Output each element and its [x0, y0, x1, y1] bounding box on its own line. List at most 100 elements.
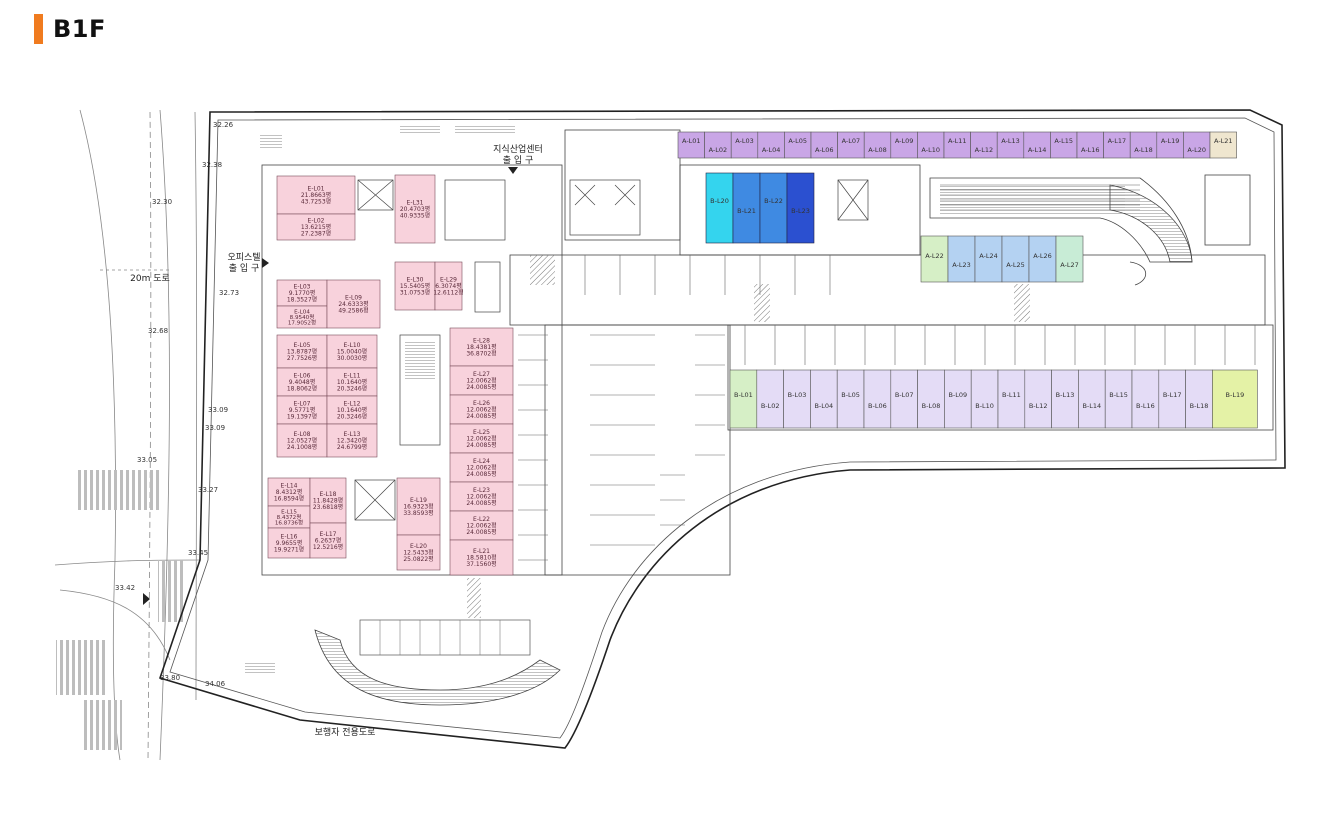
elevation-markers: 32.26 32.38 32.30 32.73 32.68 33.09 33.0…	[115, 121, 239, 688]
unit-label: E-L20	[410, 543, 427, 550]
unit-a-l08[interactable]: A-L08	[863, 131, 892, 159]
unit-a-l17[interactable]: A-L17	[1103, 131, 1131, 159]
unit-cell	[309, 477, 347, 524]
unit-a-l10[interactable]: A-L10	[917, 131, 945, 159]
unit-b-l22[interactable]: B-L22	[759, 172, 788, 244]
unit-a-l12[interactable]: A-L12	[970, 131, 998, 159]
unit-area: 12.0062평	[466, 377, 496, 385]
unit-b-l05[interactable]: B-L05	[836, 369, 865, 429]
unit-label: B-L20	[710, 197, 729, 205]
unit-a-l15[interactable]: A-L15	[1050, 131, 1078, 159]
unit-a-l07[interactable]: A-L07	[837, 131, 865, 159]
unit-b-l20[interactable]: B-L20	[705, 172, 734, 244]
unit-a-l21[interactable]: A-L21	[1209, 131, 1237, 159]
unit-a-l27[interactable]: A-L27	[1055, 235, 1084, 283]
unit-area: 8.9540평	[290, 314, 315, 321]
unit-label: B-L11	[1002, 391, 1021, 399]
unit-b-l12[interactable]: B-L12	[1024, 369, 1052, 429]
unit-b-l03[interactable]: B-L03	[783, 369, 811, 429]
unit-a-l25[interactable]: A-L25	[1001, 235, 1030, 283]
unit-a-l04[interactable]: A-L04	[757, 131, 785, 159]
unit-a-l02[interactable]: A-L02	[704, 131, 732, 159]
unit-b-l13[interactable]: B-L13	[1051, 369, 1079, 429]
unit-b-l09[interactable]: B-L09	[944, 369, 972, 429]
unit-a-l18[interactable]: A-L18	[1129, 131, 1158, 159]
unit-b-l17[interactable]: B-L17	[1158, 369, 1186, 429]
unit-cell	[1078, 369, 1106, 429]
unit-b-l07[interactable]: B-L07	[890, 369, 918, 429]
unit-b-l18[interactable]: B-L18	[1185, 369, 1213, 429]
unit-b-l11[interactable]: B-L11	[997, 369, 1026, 429]
unit-label: A-L03	[735, 137, 754, 145]
unit-a-l19[interactable]: A-L19	[1156, 131, 1184, 159]
unit-area: 6.3074평	[435, 282, 462, 290]
unit-b-l21[interactable]: B-L21	[732, 172, 761, 244]
unit-a-l26[interactable]: A-L26	[1028, 235, 1057, 283]
unit-b-l06[interactable]: B-L06	[863, 369, 892, 429]
unit-b-l19[interactable]: B-L19	[1212, 369, 1258, 429]
unit-area: 6.2637평	[315, 537, 342, 545]
unit-a-l23[interactable]: A-L23	[947, 235, 976, 283]
crosswalk	[78, 470, 160, 510]
unit-a-l14[interactable]: A-L14	[1023, 131, 1051, 159]
unit-area-total: 24.0085평	[466, 441, 496, 449]
unit-a-l20[interactable]: A-L20	[1183, 131, 1211, 159]
unit-b-l14[interactable]: B-L14	[1078, 369, 1106, 429]
unit-area: 13.8787평	[287, 348, 317, 356]
unit-b-l04[interactable]: B-L04	[810, 369, 838, 429]
unit-b-l10[interactable]: B-L10	[970, 369, 999, 429]
unit-cell	[1129, 131, 1158, 159]
unit-a-l11[interactable]: A-L11	[943, 131, 971, 159]
unit-a-l24[interactable]: A-L24	[974, 235, 1003, 283]
unit-b-l16[interactable]: B-L16	[1131, 369, 1160, 429]
unit-b-l01[interactable]: B-L01	[729, 369, 758, 429]
unit-label: E-L23	[473, 487, 490, 494]
unit-a-l01[interactable]: A-L01	[677, 131, 705, 159]
unit-cell	[786, 172, 815, 244]
unit-b-l02[interactable]: B-L02	[756, 369, 784, 429]
unit-a-l16[interactable]: A-L16	[1076, 131, 1104, 159]
unit-a-l09[interactable]: A-L09	[890, 131, 918, 159]
unit-a-l22[interactable]: A-L22	[920, 235, 949, 283]
unit-cell	[1156, 131, 1184, 159]
unit-b-l15[interactable]: B-L15	[1104, 369, 1133, 429]
unit-a-l05[interactable]: A-L05	[784, 131, 812, 159]
unit-a-l03[interactable]: A-L03	[730, 131, 759, 159]
elevation-label: 33.80	[160, 674, 180, 682]
unit-a-l06[interactable]: A-L06	[810, 131, 838, 159]
unit-b-l23[interactable]: B-L23	[786, 172, 815, 244]
unit-a-l13[interactable]: A-L13	[996, 131, 1025, 159]
unit-b-l08[interactable]: B-L08	[917, 369, 945, 429]
